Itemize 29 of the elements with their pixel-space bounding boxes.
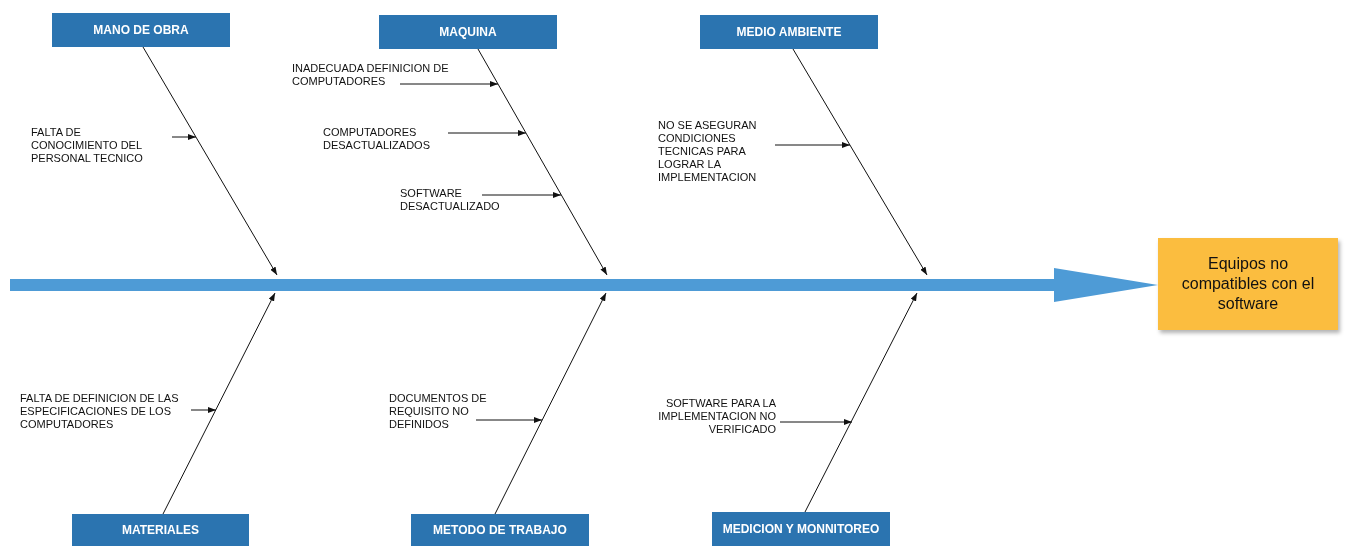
arrow	[171, 134, 197, 140]
bone-arrow	[804, 292, 918, 513]
cause-label: COMPUTADORES DESACTUALIZADOS	[323, 126, 443, 152]
arrow	[475, 417, 543, 423]
cause-label: SOFTWARE PARA LA IMPLEMENTACION NO VERIFICADO	[633, 397, 776, 436]
arrow	[774, 142, 851, 148]
category-box: METODO DE TRABAJO	[411, 514, 589, 546]
cause-label: DOCUMENTOS DE REQUISITO NO DEFINIDOS	[389, 392, 509, 431]
bone-arrow	[142, 46, 278, 276]
category-box: MEDIO AMBIENTE	[700, 15, 878, 49]
cause-label: FALTA DE DEFINICION DE LAS ESPECIFICACIONES DE LOS COMPUTADORES	[20, 392, 186, 431]
category-box: MAQUINA	[379, 15, 557, 49]
cause-label: INADECUADA DEFINICION DE COMPUTADORES	[292, 62, 482, 88]
cause-label: FALTA DE CONOCIMIENTO DEL PERSONAL TECNICO	[31, 126, 161, 165]
bone-arrow	[792, 48, 928, 276]
cause-label: SOFTWARE DESACTUALIZADO	[400, 187, 510, 213]
bone-arrow	[162, 292, 276, 515]
arrow	[481, 192, 562, 198]
cause-label: NO SE ASEGURAN CONDICIONES TECNICAS PARA LOGRAR LA IMPLEMENTACION	[658, 119, 770, 184]
arrow	[447, 130, 527, 136]
effect-box: Equipos no compatibles con el software	[1158, 238, 1338, 330]
bone-arrow	[494, 292, 607, 515]
category-box: MATERIALES	[72, 514, 249, 546]
arrow	[399, 81, 499, 87]
category-box: MEDICION Y MONNITOREO	[712, 512, 890, 546]
arrow	[779, 419, 853, 425]
arrow	[190, 407, 217, 413]
category-box: MANO DE OBRA	[52, 13, 230, 47]
bone-arrow	[477, 48, 608, 276]
